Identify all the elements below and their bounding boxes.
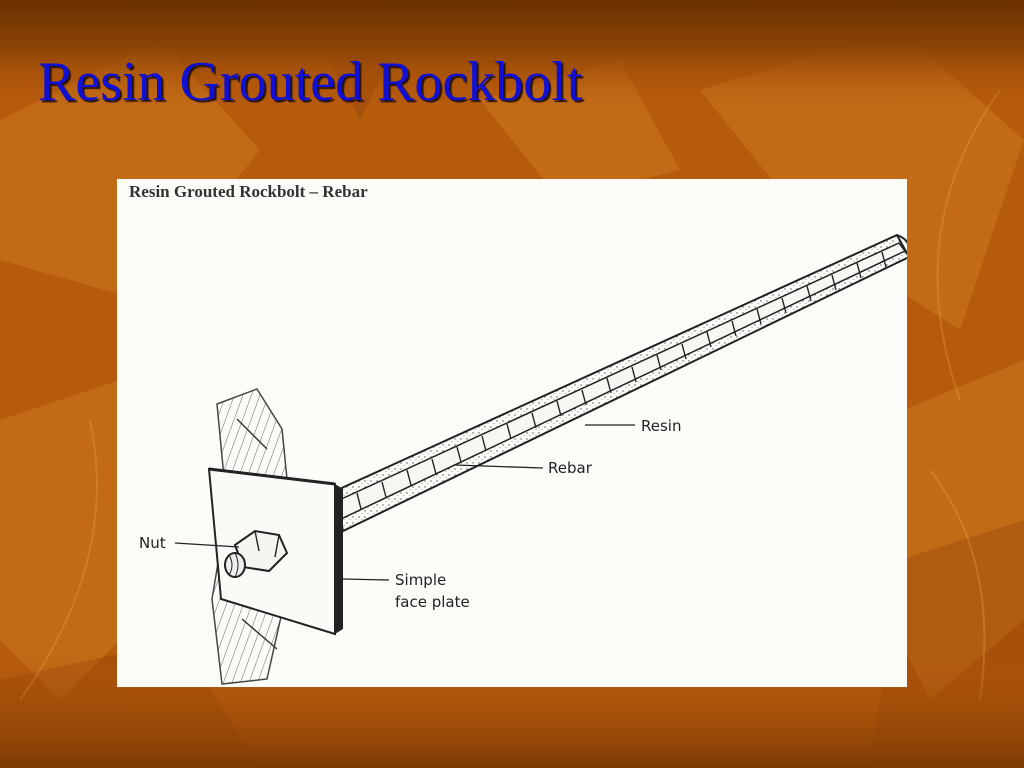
rebar-leader	[454, 464, 544, 469]
nut-leader	[174, 542, 240, 548]
label-face-plate-line2: face plate	[395, 593, 470, 611]
rebar	[336, 242, 907, 521]
label-face-plate-line1: Simple	[395, 571, 446, 589]
rockbolt-diagram: Resin Rebar Nut Simple face plate	[139, 233, 907, 685]
label-nut: Nut	[139, 534, 166, 552]
slide-title: Resin Grouted Rockbolt	[38, 51, 583, 113]
label-rebar: Rebar	[548, 459, 593, 477]
nut	[224, 529, 289, 578]
figure-caption: Resin Grouted Rockbolt – Rebar	[129, 182, 368, 201]
label-resin: Resin	[641, 417, 681, 435]
face-plate-leader	[342, 578, 390, 581]
rockbolt-figure: Resin Rebar Nut Simple face plate Resin …	[117, 179, 907, 687]
